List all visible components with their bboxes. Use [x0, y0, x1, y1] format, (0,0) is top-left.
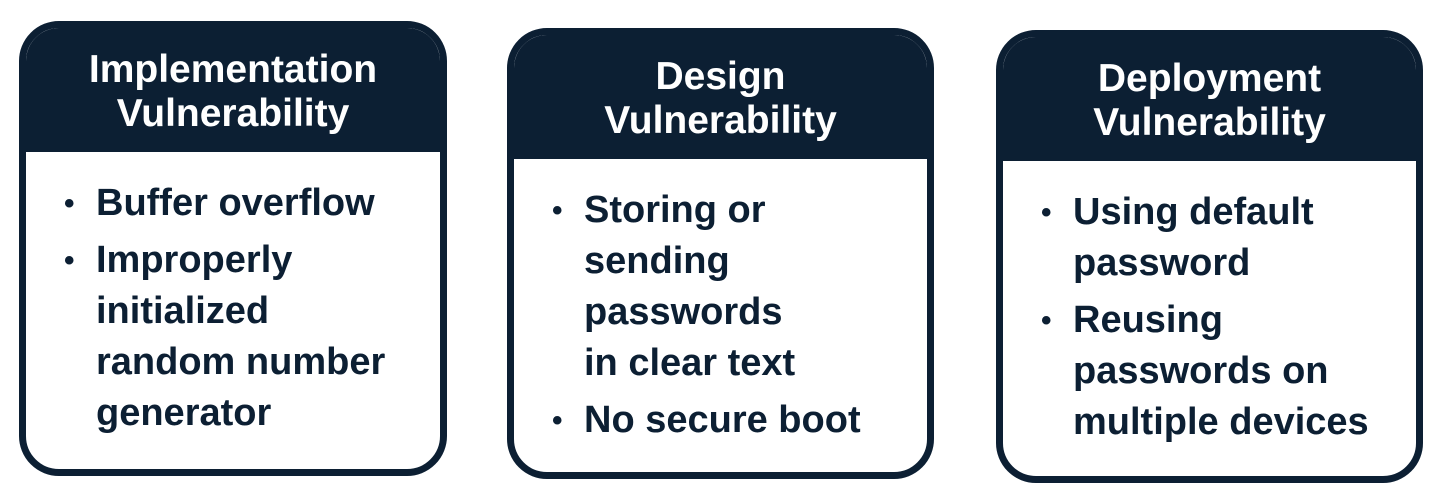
bullet-text: No secure boot — [584, 399, 861, 441]
bullet-item: Improperly initialized random number genera… — [64, 235, 440, 439]
bullet-text: passwords — [584, 291, 783, 333]
bullet-item: Using default password — [1041, 187, 1416, 289]
bullet-text: Using default — [1073, 191, 1314, 233]
bullet-text: passwords on — [1073, 350, 1329, 392]
card-body: Using default passwordReusing passwords on… — [1003, 161, 1416, 448]
card-title-line: Design — [655, 55, 786, 98]
bullet-item: No secure boot — [552, 395, 927, 446]
bullet-text: password — [1073, 242, 1251, 284]
bullet-item: Reusing passwords on multiple devices — [1041, 295, 1416, 448]
card-title-line: Vulnerability — [604, 99, 837, 142]
card-title-line: Vulnerability — [1093, 101, 1326, 144]
card-body: Buffer overflowImproperly initialized rand… — [26, 152, 440, 439]
bullet-text: Buffer overflow — [96, 182, 375, 224]
card-title-line: Deployment — [1097, 57, 1322, 100]
bullet-text: Improperly — [96, 239, 293, 281]
bullet-text: Storing or — [584, 189, 766, 231]
bullet-text: initialized — [96, 290, 270, 332]
bullet-text: random number — [96, 341, 386, 383]
card-title-line: Implementation — [88, 48, 378, 91]
bullet-item: Storing or sending passwords in clear text — [552, 185, 927, 389]
bullet-text: sending — [584, 240, 730, 282]
card-body: Storing or sending passwords in clear textN… — [514, 159, 927, 446]
bullet-text: Reusing — [1073, 299, 1223, 341]
bullet-text: generator — [96, 392, 272, 434]
card-title-line: Vulnerability — [116, 92, 350, 135]
bullet-text: multiple devices — [1073, 401, 1369, 443]
bullet-text: in clear text — [584, 342, 796, 384]
bullet-item: Buffer overflow — [64, 178, 440, 229]
